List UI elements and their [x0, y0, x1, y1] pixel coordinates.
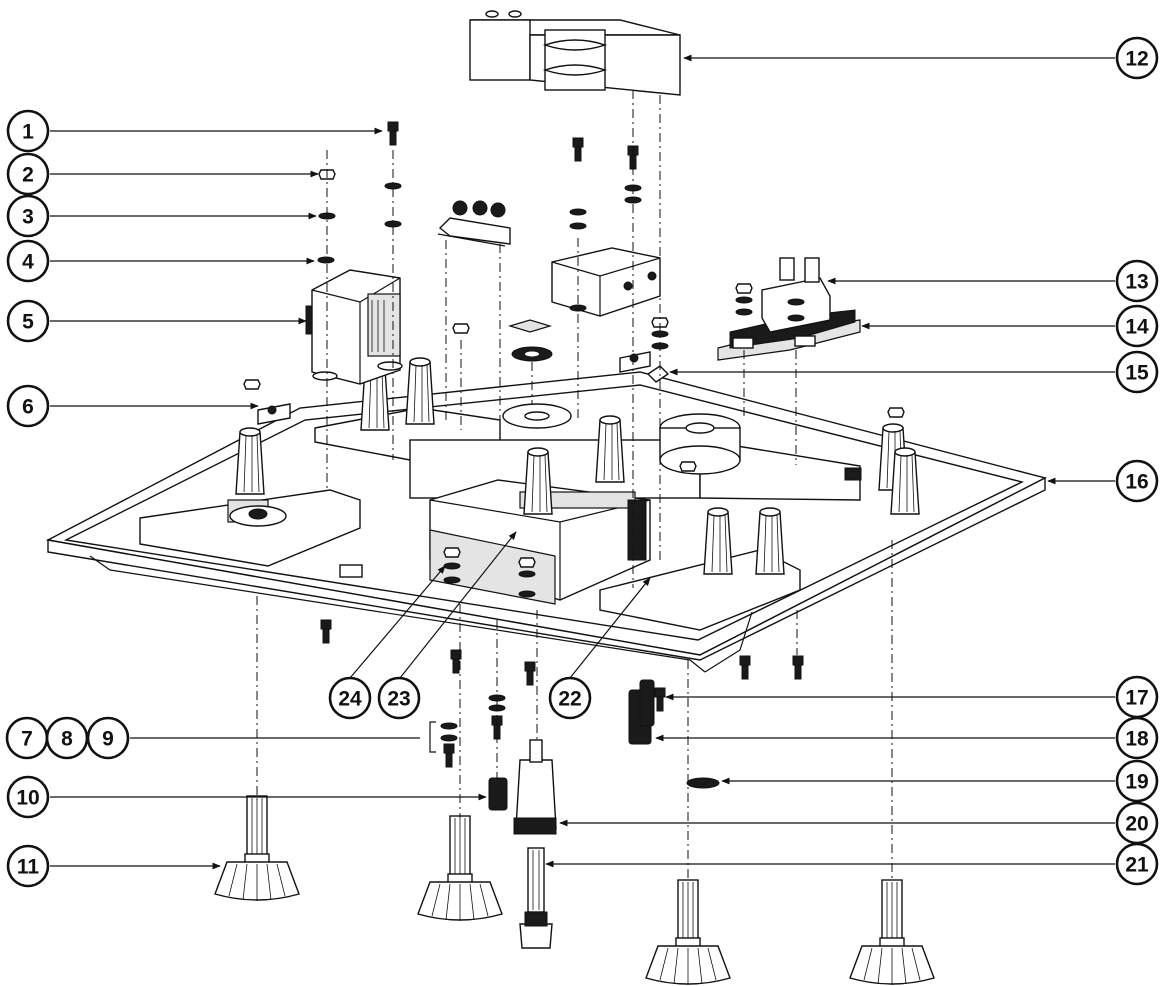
svg-text:21: 21	[1125, 854, 1149, 877]
svg-text:22: 22	[558, 688, 581, 711]
callout-19: 19	[1115, 759, 1159, 803]
callout-22: 22	[548, 676, 592, 720]
base-housing	[45, 357, 1047, 673]
svg-text:4: 4	[22, 251, 34, 274]
terminal-block-top	[437, 200, 511, 247]
callout-11: 11	[6, 844, 50, 888]
callout-13: 13	[1115, 259, 1159, 303]
svg-text:16: 16	[1125, 471, 1148, 494]
callout-14: 14	[1115, 304, 1159, 348]
svg-text:17: 17	[1125, 687, 1148, 710]
leader-lines	[50, 54, 1115, 870]
callout-2: 2	[6, 152, 50, 196]
svg-text:5: 5	[22, 311, 34, 334]
callout-5: 5	[6, 299, 50, 343]
callouts: 1 2 3 4 5 6 7 8 9 10 11 12 13 14 15 16 1…	[5, 36, 1159, 888]
svg-text:19: 19	[1125, 771, 1148, 794]
svg-text:9: 9	[102, 728, 114, 751]
svg-text:15: 15	[1125, 362, 1149, 385]
callout-20: 20	[1115, 801, 1159, 845]
svg-text:18: 18	[1125, 728, 1149, 751]
callout-3: 3	[6, 194, 50, 238]
callout-8: 8	[45, 716, 89, 760]
load-cell	[469, 10, 681, 96]
svg-text:14: 14	[1125, 316, 1149, 339]
svg-text:11: 11	[17, 856, 40, 879]
svg-text:13: 13	[1125, 271, 1148, 294]
svg-text:12: 12	[1125, 48, 1148, 71]
clips	[257, 319, 670, 425]
callout-23: 23	[377, 676, 421, 720]
svg-text:3: 3	[22, 206, 34, 229]
callout-18: 18	[1115, 716, 1159, 760]
feet	[214, 795, 935, 986]
svg-text:8: 8	[61, 728, 73, 751]
callout-6: 6	[6, 384, 50, 428]
svg-text:23: 23	[387, 688, 410, 711]
callout-15: 15	[1115, 350, 1159, 394]
svg-text:10: 10	[16, 787, 39, 810]
svg-text:7: 7	[21, 728, 33, 751]
callout-21: 21	[1115, 842, 1159, 886]
callout-1: 1	[6, 109, 50, 153]
transformer	[305, 269, 403, 385]
svg-text:24: 24	[338, 688, 362, 711]
svg-text:20: 20	[1125, 813, 1148, 836]
assembly-centre-lines	[256, 90, 893, 882]
callout-17: 17	[1115, 675, 1159, 719]
svg-text:6: 6	[22, 396, 34, 419]
svg-text:2: 2	[22, 164, 34, 187]
callout-10: 10	[6, 775, 50, 819]
callout-16: 16	[1115, 459, 1159, 503]
lower-parts	[488, 679, 720, 949]
svg-text:1: 1	[22, 121, 34, 144]
callout-9: 9	[86, 716, 130, 760]
cell-mount-block	[551, 247, 661, 317]
switch-assembly	[717, 257, 861, 361]
callout-4: 4	[6, 239, 50, 283]
callout-12: 12	[1115, 36, 1159, 80]
callout-24: 24	[328, 676, 372, 720]
callout-7: 7	[5, 716, 49, 760]
